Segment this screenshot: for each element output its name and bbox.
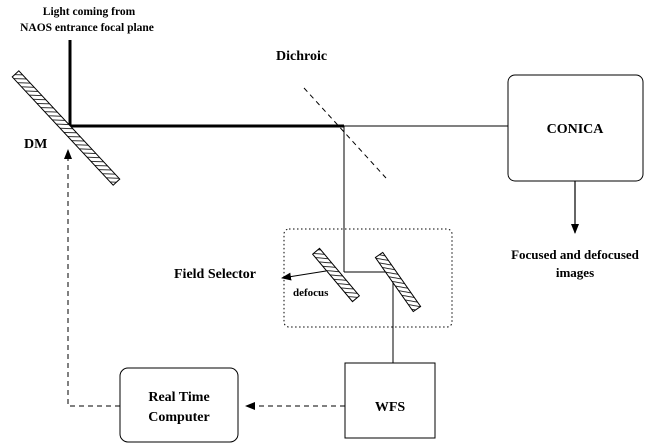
field-selector-mirror-1 [311, 247, 361, 303]
light-source-label-line1: Light coming from [43, 6, 136, 18]
dichroic-splitter [303, 87, 387, 179]
deformable-mirror [11, 70, 121, 186]
wfs-box [344, 362, 436, 439]
dm-label: DM [24, 137, 47, 152]
conica-label: CONICA [547, 122, 605, 137]
output-label-line2: images [556, 265, 594, 280]
field-selector-label: Field Selector [174, 267, 256, 282]
wfs-label: WFS [375, 400, 406, 415]
defocus-label: defocus [293, 287, 329, 299]
light-source-label-line2: NAOS entrance focal plane [20, 22, 154, 34]
rtc-to-dm-arrow [64, 149, 120, 407]
output-label-line1: Focused and defocused [511, 247, 640, 262]
field-selector-mirror-2 [374, 251, 422, 313]
rtc-label-line1: Real Time [148, 390, 209, 405]
real-time-computer-box [119, 367, 239, 443]
field-selector-region [283, 228, 453, 328]
defocus-arrow [281, 270, 327, 281]
dichroic-label: Dichroic [276, 49, 327, 64]
rtc-label-line2: Computer [148, 410, 209, 425]
